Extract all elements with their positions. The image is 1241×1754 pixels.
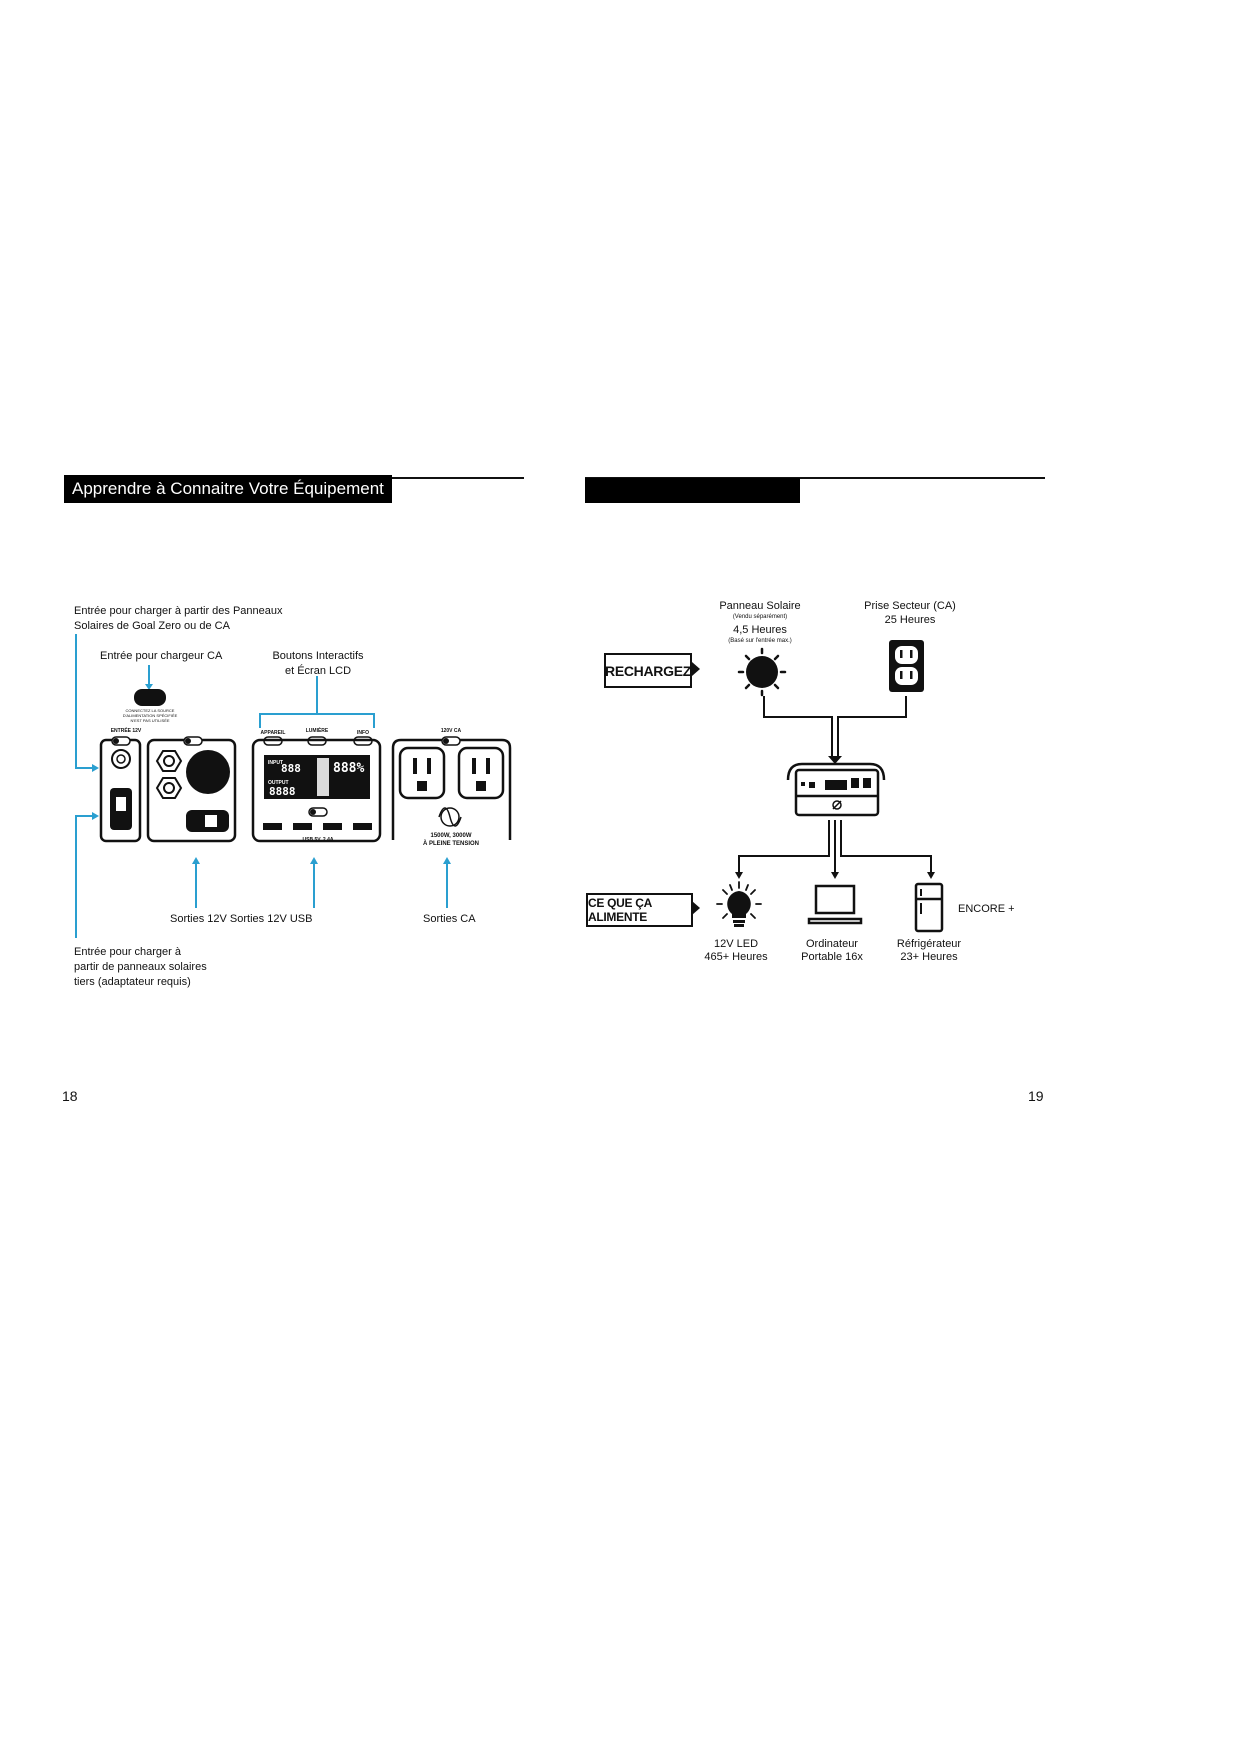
right-header-bar <box>585 478 800 503</box>
ac-voltage-label: 120V CA <box>440 728 462 734</box>
wall-time: 25 Heures <box>884 614 936 626</box>
device-fridge-line1: Réfrigérateur <box>896 938 962 950</box>
device-laptop-line2: Portable 16x <box>801 951 863 963</box>
ac-port-note: CONNECTEZ LA SOURCE D'ALIMENTATION SPÉCI… <box>122 708 178 723</box>
right-page-number: 19 <box>1028 1088 1044 1104</box>
powers-label: CE QUE ÇA ALIMENTE <box>586 893 693 927</box>
recharge-label: RECHARGEZ <box>604 653 692 688</box>
lumiere-button[interactable]: LUMIÈRE <box>305 728 329 734</box>
laptop-icon <box>807 884 863 925</box>
wall-title: Prise Secteur (CA) <box>864 600 956 612</box>
device-laptop-line1: Ordinateur <box>806 938 858 950</box>
device-led-line1: 12V LED <box>713 938 759 950</box>
sun-icon <box>737 647 787 697</box>
power-station-icon <box>786 762 886 817</box>
left-page-title: Apprendre à Connaitre Votre Équipement <box>64 475 392 503</box>
solar-footnote: (Basé sur l'entrée max.) <box>728 638 792 644</box>
wall-outlet-icon <box>889 640 924 692</box>
solar-title: Panneau Solaire <box>719 600 801 612</box>
lightbulb-icon <box>716 881 762 927</box>
lcd-input-label: INPUT <box>268 760 283 766</box>
entree-12v-label: ENTRÉE 12V <box>110 728 142 734</box>
usb-label: USB 5V, 2.4A <box>302 837 334 843</box>
solar-time: 4,5 Heures <box>733 624 787 636</box>
device-led-line2: 465+ Heures <box>704 951 768 963</box>
label-ac-charger: Entrée pour chargeur CA <box>100 650 223 662</box>
lcd-percent: 888% <box>333 761 365 776</box>
appareil-button[interactable]: APPAREIL <box>260 730 286 736</box>
fridge-icon <box>914 882 944 933</box>
right-header-rule <box>585 477 1045 479</box>
label-outputs-ac: Sorties CA <box>423 913 476 925</box>
label-buttons-lcd: Boutons Interactifs et Écran LCD <box>272 650 364 677</box>
label-third-party-solar: Entrée pour charger à partir de panneaux… <box>74 946 207 988</box>
solar-note: (Vendu séparément) <box>732 614 788 620</box>
label-outputs-12v-usb: Sorties 12V Sorties 12V USB <box>170 913 313 925</box>
ac-rating-label: 1500W, 3000W À PLEINE TENSION <box>422 833 479 847</box>
lcd-input-digits: 888 <box>281 762 301 775</box>
lcd-output-digits: 8888 <box>269 785 296 798</box>
info-button[interactable]: INFO <box>357 730 369 736</box>
device-fridge-line2: 23+ Heures <box>900 951 958 963</box>
more-label: ENCORE + <box>958 903 1015 915</box>
label-solar-input: Entrée pour charger à partir des Panneau… <box>74 605 283 632</box>
lcd-output-label: OUTPUT <box>268 780 289 786</box>
left-page-number: 18 <box>62 1088 78 1104</box>
